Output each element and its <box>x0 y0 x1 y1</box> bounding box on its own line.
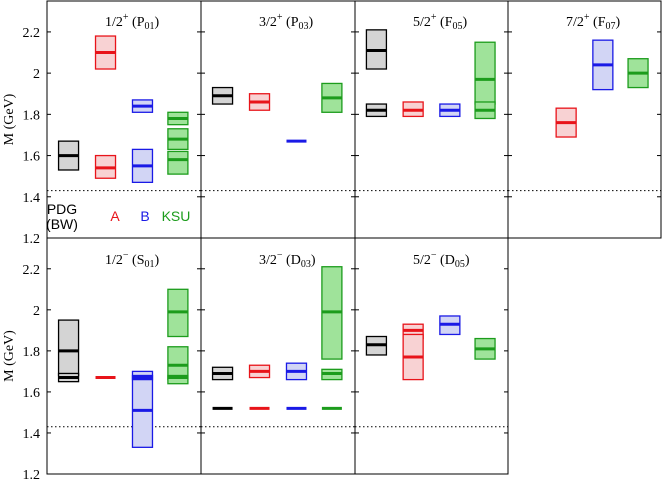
title-base: 5/2 <box>413 15 431 30</box>
title-base: 1/2 <box>105 253 123 268</box>
y-tick-label: 2 <box>33 304 40 319</box>
title-parity: + <box>584 12 590 23</box>
panel-frames <box>46 0 662 475</box>
width-box-S01 <box>167 374 189 385</box>
panel-title-S01: 1/2− (S01) <box>105 250 159 270</box>
title-base: 5/2 <box>413 253 431 268</box>
title-wave: (P <box>283 15 299 30</box>
title-parity: − <box>431 250 437 261</box>
title-wave: (P <box>129 15 145 30</box>
title-parity: − <box>277 250 283 261</box>
title-wave: (F <box>590 15 606 30</box>
title-close: ) <box>462 15 467 30</box>
panel-frame-F07 <box>507 0 662 239</box>
title-close: ) <box>154 15 159 30</box>
title-close: ) <box>154 253 159 268</box>
title-close: ) <box>465 253 470 268</box>
y-axis-label-top: M (GeV) <box>2 93 17 145</box>
panel-title-F05: 5/2+ (F05) <box>413 12 467 32</box>
y-tick-label: 2.2 <box>23 263 41 278</box>
title-wave: (F <box>437 15 453 30</box>
title-parity: + <box>431 12 437 23</box>
title-subscript: 07 <box>605 21 615 32</box>
title-parity: + <box>123 12 129 23</box>
title-subscript: 05 <box>455 259 465 270</box>
panel-title-D03: 3/2− (D03) <box>259 250 316 270</box>
y-tick-label: 2 <box>33 67 40 82</box>
legend-label-b: B <box>140 208 149 224</box>
title-subscript: 01 <box>144 21 154 32</box>
title-base: 1/2 <box>105 15 123 30</box>
panel-title-P03: 3/2+ (P03) <box>259 12 313 32</box>
y-tick-label: 2.2 <box>23 26 41 41</box>
title-base: 7/2 <box>566 15 584 30</box>
title-parity: + <box>277 12 283 23</box>
y-tick-label: 1.8 <box>23 345 41 360</box>
title-close: ) <box>311 253 316 268</box>
title-base: 3/2 <box>259 253 277 268</box>
title-wave: (D <box>437 253 455 268</box>
panel-title-D05: 5/2− (D05) <box>413 250 470 270</box>
title-close: ) <box>308 15 313 30</box>
title-subscript: 03 <box>298 21 308 32</box>
legend-label-a: A <box>110 208 120 224</box>
legend-label-pdg: PDG <box>47 201 77 217</box>
y-tick-label: 1.4 <box>23 427 41 442</box>
panel-frame-P03 <box>200 0 356 239</box>
title-subscript: 01 <box>144 259 154 270</box>
width-box-S01 <box>57 319 80 377</box>
y-tick-label: 1.6 <box>23 150 41 165</box>
panel-frame-D05 <box>354 237 509 475</box>
y-tick-label: 1.6 <box>23 386 41 401</box>
title-subscript: 05 <box>452 21 462 32</box>
y-tick-label: 1.2 <box>23 232 41 247</box>
legend-label-ksu: KSU <box>162 208 191 224</box>
title-wave: (D <box>283 253 301 268</box>
title-parity: − <box>123 250 129 261</box>
y-tick-label: 1.8 <box>23 108 41 123</box>
width-box-P01 <box>167 150 189 175</box>
legend: PDG(BW) A B KSU <box>46 201 190 232</box>
title-subscript: 03 <box>301 259 311 270</box>
y-tick-label: 1.2 <box>23 468 41 481</box>
y-axes: 1.2 1.4 1.6 1.8 2 2.2 1.2 1.4 1.6 1.8 2 2.2 <box>23 26 41 481</box>
y-tick-label: 1.4 <box>23 191 41 206</box>
chart-marks <box>57 29 649 448</box>
panel-titles: 1/2+ (P01)3/2+ (P03)5/2+ (F05)7/2+ (F07)… <box>105 12 620 270</box>
panel-title-P01: 1/2+ (P01) <box>105 12 159 32</box>
width-box-F05 <box>474 41 496 105</box>
title-wave: (S <box>129 253 145 268</box>
legend-label-pdg-bw: (BW) <box>46 216 78 232</box>
title-close: ) <box>615 15 620 30</box>
y-axis-label-bottom: M (GeV) <box>2 330 17 382</box>
title-base: 3/2 <box>259 15 277 30</box>
panel-title-F07: 7/2+ (F07) <box>566 12 620 32</box>
width-box-S01 <box>167 346 189 381</box>
